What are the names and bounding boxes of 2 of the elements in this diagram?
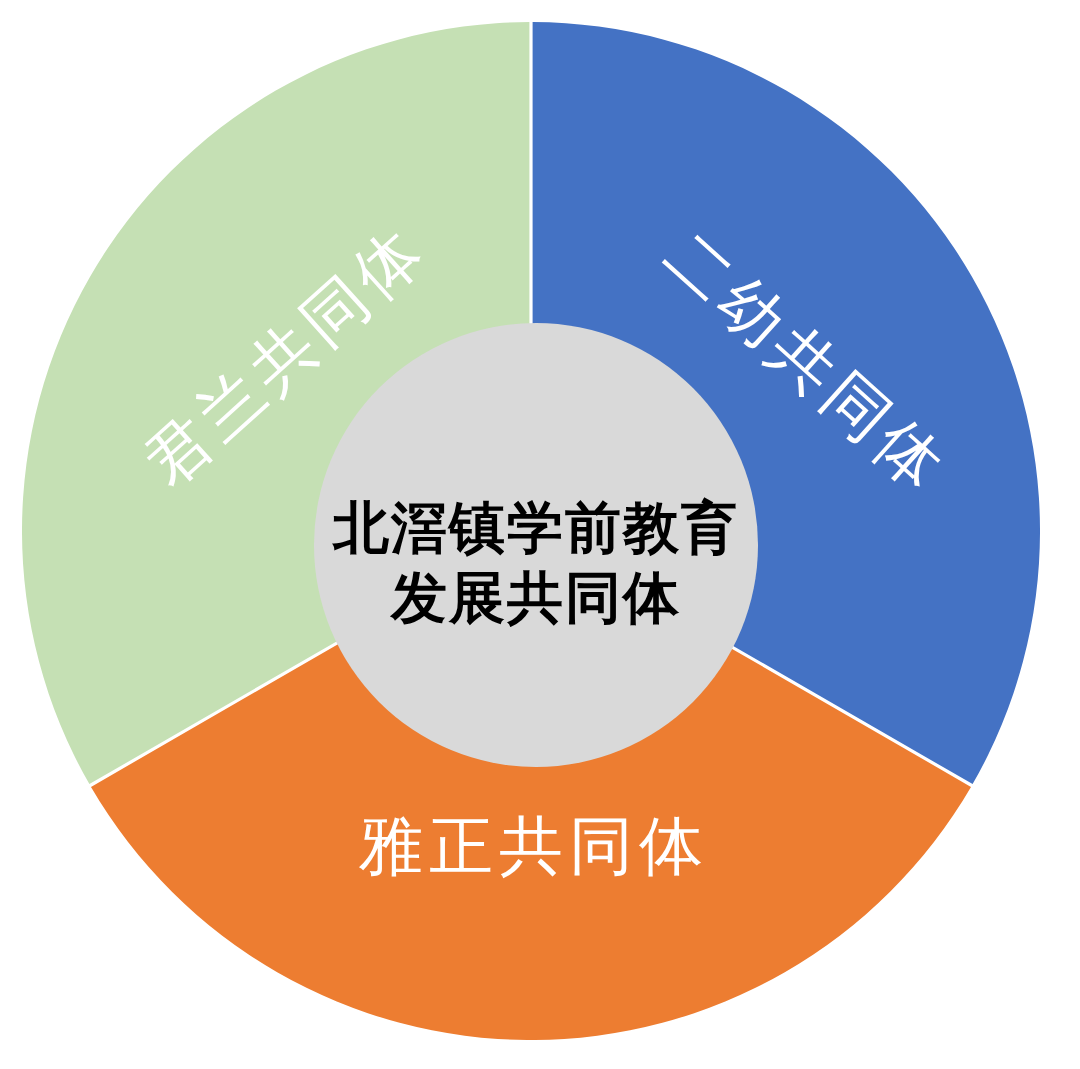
ring-segment: [90, 644, 972, 1040]
segment-label: 雅正共同体: [358, 814, 709, 878]
